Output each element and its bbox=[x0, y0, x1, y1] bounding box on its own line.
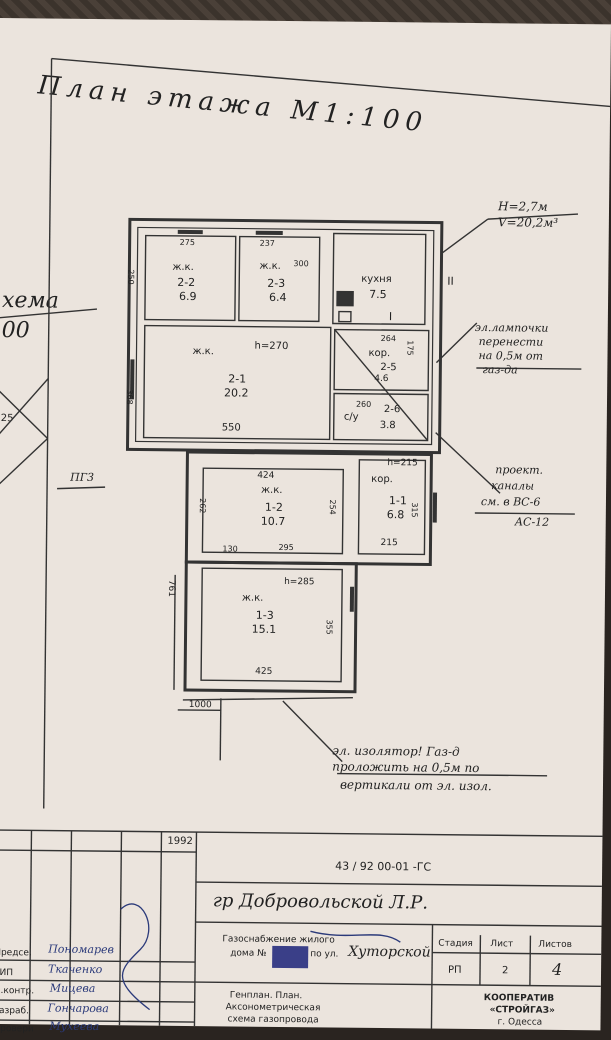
room-2-3-id: 2-3 bbox=[267, 277, 285, 290]
outer-dim: 761 bbox=[166, 580, 176, 597]
room-1-3-dim: 425 bbox=[255, 667, 272, 677]
room-2-1-left: 250 bbox=[126, 269, 135, 284]
room-2-6-id: 2-6 bbox=[384, 404, 400, 415]
name-3: Мицева bbox=[50, 982, 96, 995]
room-2-2-id: 2-2 bbox=[177, 276, 195, 289]
insulator-note-1: эл. изолятор! Газ-д bbox=[332, 744, 459, 759]
room-2-3-dim2: 300 bbox=[293, 259, 308, 268]
floor-plan-sheet: План этажа М1:100 хема 00 25 ПГ3 bbox=[0, 18, 611, 1030]
stamp-desc-2: Аксонометрическая bbox=[226, 1002, 321, 1013]
stamp-sheets-header: Листов bbox=[538, 940, 572, 950]
lamps-note-1: эл.лампочки bbox=[475, 321, 549, 335]
room-2-1-area: 20.2 bbox=[224, 386, 249, 399]
room-1-3-h: h=285 bbox=[284, 577, 315, 587]
role-3: Н.контр. bbox=[0, 986, 34, 996]
roman-1: I bbox=[389, 310, 392, 323]
role-4: Разраб. bbox=[0, 1006, 29, 1016]
offset-dim: 1000 bbox=[189, 700, 212, 710]
room-2-1-side: 368 bbox=[125, 389, 134, 404]
room-2-6-type: с/у bbox=[344, 412, 359, 423]
stamp-year: 1992 bbox=[167, 836, 193, 847]
room-1-3-top: 295 bbox=[278, 543, 293, 552]
lamps-note-3: на 0,5м от bbox=[478, 349, 543, 363]
room-2-6-area: 3.8 bbox=[380, 420, 396, 431]
stamp-org-2: «СТРОЙГАЗ» bbox=[490, 1005, 555, 1016]
stamp-sheet-header: Лист bbox=[490, 939, 513, 949]
room-1-3-type: ж.к. bbox=[242, 593, 264, 604]
room-1-3-side: 355 bbox=[325, 619, 334, 634]
stamp-code: 43 / 92 00-01 -ГС bbox=[335, 860, 431, 874]
room-2-5-dim: 264 bbox=[381, 334, 396, 343]
project-note-3: см. в ВС-6 bbox=[481, 495, 541, 509]
room-2-3-area: 6.4 bbox=[269, 291, 287, 304]
height-note: H=2,7м bbox=[498, 199, 548, 214]
stamp-owner: гр Добровольской Л.Р. bbox=[213, 890, 429, 913]
stamp-desc-1: Генплан. План. bbox=[230, 990, 303, 1001]
room-1-1-id: 1-1 bbox=[389, 494, 407, 507]
room-2-1-dim: 550 bbox=[222, 422, 241, 433]
room-2-3-type: ж.к. bbox=[259, 261, 281, 272]
stamp-sheets: 4 bbox=[552, 960, 562, 979]
room-1-2-type: ж.к. bbox=[261, 485, 283, 496]
lamps-note-4: газ-да bbox=[482, 363, 518, 376]
room-2-3-dim: 237 bbox=[260, 239, 275, 248]
stamp-street: Хуторской bbox=[348, 944, 431, 961]
room-2-5-type: кор. bbox=[368, 348, 390, 359]
role-2: ГИП bbox=[0, 968, 13, 978]
stamp-project-street-prefix: по ул. bbox=[310, 949, 338, 959]
name-2: Ткаченко bbox=[48, 963, 102, 977]
room-2-2-type: ж.к. bbox=[172, 262, 194, 273]
room-2-5-area: 4.6 bbox=[374, 374, 388, 384]
room-2-5-side: 175 bbox=[405, 340, 414, 355]
room-1-2-area: 10.7 bbox=[261, 515, 286, 528]
insulator-note-3: вертикали от эл. изол. bbox=[340, 778, 492, 794]
project-note-4: АС-12 bbox=[515, 515, 550, 528]
room-2-1-id: 2-1 bbox=[228, 372, 246, 385]
room-1-1-type: кор. bbox=[371, 474, 393, 485]
room-kitchen-id: кухня bbox=[361, 274, 392, 285]
lamps-note-2: перенести bbox=[479, 335, 544, 349]
room-2-2-dim: 275 bbox=[180, 238, 195, 247]
name-5: Мухеева bbox=[49, 1020, 99, 1034]
room-2-1-type: ж.к. bbox=[192, 346, 214, 357]
room-1-1-side: 315 bbox=[410, 502, 419, 517]
insulator-note-2: проложить на 0,5м по bbox=[332, 760, 479, 776]
redacted-mark bbox=[272, 946, 308, 968]
room-1-3-left: 130 bbox=[222, 544, 237, 553]
stamp-stage-header: Стадия bbox=[438, 939, 473, 949]
stamp-project-2: дома № bbox=[230, 948, 266, 958]
room-kitchen-area: 7.5 bbox=[369, 288, 387, 301]
room-1-2-id: 1-2 bbox=[265, 501, 283, 514]
room-1-2-side: 262 bbox=[198, 498, 207, 513]
project-note-1: проект. bbox=[495, 463, 543, 476]
project-note-2: каналы bbox=[491, 479, 534, 492]
stamp-stage: РП bbox=[448, 965, 462, 976]
stamp-sheet: 2 bbox=[502, 965, 508, 976]
room-2-2-area: 6.9 bbox=[179, 290, 197, 303]
room-1-2-dim: 424 bbox=[257, 471, 274, 481]
name-4: Гончарова bbox=[48, 1002, 109, 1016]
stamp-project-1: Газоснабжение жилого bbox=[222, 934, 335, 945]
room-1-3-id: 1-3 bbox=[256, 609, 274, 622]
stamp-org-3: г. Одесса bbox=[497, 1017, 542, 1027]
name-1: Пономарев bbox=[48, 943, 114, 957]
room-2-5-id: 2-5 bbox=[380, 362, 396, 373]
room-1-1-area: 6.8 bbox=[387, 508, 405, 521]
room-1-3-area: 15.1 bbox=[252, 623, 277, 636]
room-1-1-h: h=215 bbox=[387, 458, 418, 468]
room-2-1-h: h=270 bbox=[255, 341, 289, 352]
stamp-org-1: КООПЕРАТИВ bbox=[484, 993, 555, 1004]
volume-note: V=20,2м³ bbox=[498, 215, 558, 230]
role-5: Провери bbox=[0, 1024, 34, 1034]
room-2-6-dim: 260 bbox=[356, 400, 371, 409]
roman-2: II bbox=[447, 275, 454, 288]
role-1: Предсе. bbox=[0, 948, 32, 958]
room-1-1-dim: 215 bbox=[380, 538, 397, 548]
room-1-2-side2: 254 bbox=[328, 499, 337, 514]
